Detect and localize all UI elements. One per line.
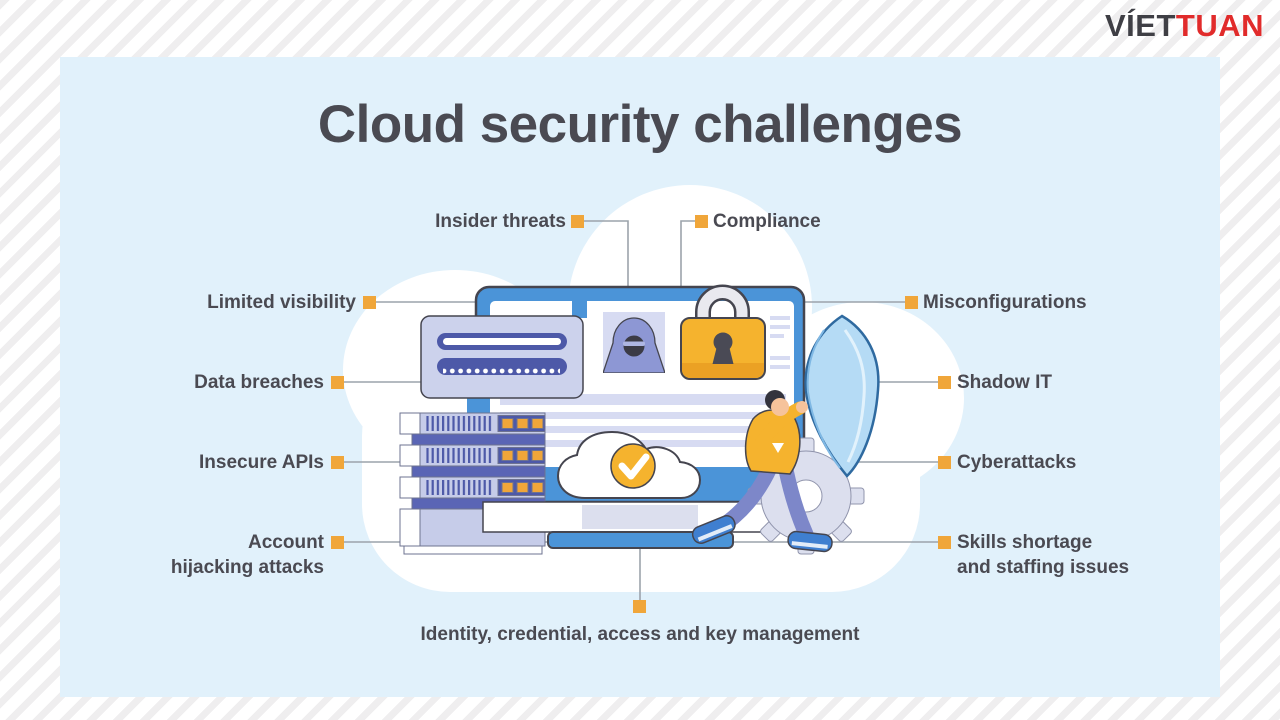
login-form [420, 289, 587, 415]
padlock-icon [680, 284, 766, 380]
hacker-icon [603, 312, 665, 373]
server-stack [399, 412, 546, 555]
label-account-hijacking-line2: hijacking attacks [170, 557, 324, 579]
label-account-hijacking-line1: Account [248, 532, 324, 553]
label-limited-visibility: Limited visibility [207, 292, 356, 313]
label-compliance: Compliance [713, 211, 821, 232]
label-skills-shortage: Skills shortage and staffing issues [957, 530, 1129, 580]
shield-icon [804, 314, 880, 478]
label-insecure-apis: Insecure APIs [199, 452, 324, 473]
person-holding-shield [691, 390, 833, 553]
viettuan-logo: VÍETTUAN [1105, 8, 1264, 44]
connector-markers [331, 215, 951, 613]
logo-part-dark: VÍET [1104, 8, 1176, 43]
label-identity-management: Identity, credential, access and key man… [420, 624, 860, 645]
cloud-checkmark-icon [556, 430, 702, 499]
label-shadow-it: Shadow IT [957, 372, 1052, 393]
page-title: Cloud security challenges [317, 95, 963, 154]
logo-part-red: TUAN [1175, 8, 1264, 43]
label-cyberattacks: Cyberattacks [957, 452, 1077, 473]
label-data-breaches: Data breaches [194, 372, 324, 393]
label-skills-shortage-line1: Skills shortage [957, 532, 1093, 553]
label-skills-shortage-line2: and staffing issues [957, 557, 1130, 579]
label-insider-threats: Insider threats [435, 211, 566, 232]
password-dots [443, 359, 560, 374]
label-account-hijacking: Account hijacking attacks [171, 530, 324, 580]
label-misconfigurations: Misconfigurations [923, 292, 1087, 313]
